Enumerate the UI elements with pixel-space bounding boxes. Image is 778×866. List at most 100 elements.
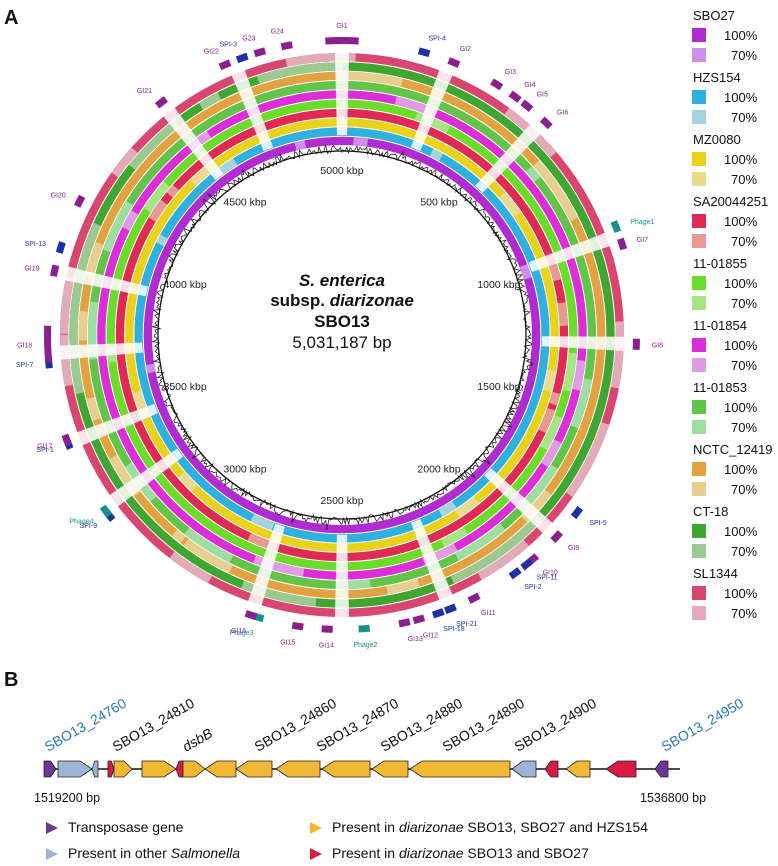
ring-segment (572, 367, 585, 391)
feature-label-Phage2: Phage2 (353, 642, 377, 649)
ring-segment (562, 352, 577, 392)
legend-pct-70: 70% (731, 420, 757, 435)
ring-segment (166, 184, 180, 198)
feature-label-SPI-2: SPI-2 (524, 584, 542, 591)
feature-label-G23: G23 (242, 35, 255, 42)
feature-label-GI8: GI8 (652, 343, 663, 350)
ring-tick-label: 3000 kbp (223, 464, 266, 476)
feature-mark-G23 (253, 47, 267, 58)
ring-segment (438, 501, 457, 517)
feature-label-SPI-5: SPI-5 (589, 520, 607, 527)
feature-mark-SPI-13 (55, 241, 66, 254)
legend-marker (46, 848, 58, 860)
ring-segment (128, 156, 142, 170)
feature-mark-GI6 (539, 116, 553, 130)
center-genome-size: 5,031,187 bp (292, 333, 391, 352)
feature-mark-Phage4 (99, 504, 113, 518)
ring-tick-label: 2000 kbp (417, 464, 460, 476)
ring-segment (519, 264, 532, 280)
legend-swatch-100 (692, 586, 706, 600)
ring-tick-label: 1000 kbp (477, 279, 520, 291)
ring-segment (145, 363, 156, 374)
gene-arrow (409, 760, 511, 778)
gene-arrow (275, 760, 321, 778)
legend-pct-100: 100% (724, 524, 758, 539)
gene-arrow (654, 760, 669, 778)
gene-arrow (113, 760, 133, 778)
ring-gap (528, 231, 613, 273)
ring-segment (171, 529, 186, 544)
ring-gap (410, 67, 454, 151)
ring-segment (60, 277, 75, 334)
center-label: S. enterica subsp. diarizonae SBO13 5,03… (270, 271, 414, 352)
legend-name-11-01855: 11-01855 (693, 256, 747, 271)
center-species: S. enterica (299, 271, 385, 290)
legend-swatch-100 (692, 524, 706, 538)
gene-legend-entry: Present in diarizonae SBO13, SBO27 and H… (332, 819, 648, 835)
legend-swatch-70 (692, 172, 706, 186)
ring-segment (78, 310, 88, 341)
feature-mark-SPI-2 (508, 567, 522, 580)
feature-mark-GI5 (520, 99, 534, 112)
legend-pct-100: 100% (724, 152, 758, 167)
ring-segment (541, 467, 557, 484)
ring-tick-label: 4000 kbp (163, 279, 206, 291)
feature-mark-GI17 (61, 433, 73, 447)
feature-label-Phage4: Phage4 (69, 518, 93, 525)
feature-mark-Phage1 (610, 220, 622, 233)
legend-swatch-70 (692, 420, 706, 434)
center-strain: SBO13 (314, 312, 370, 331)
feature-mark-GI21 (154, 96, 169, 109)
feature-label-G24: G24 (271, 29, 284, 36)
feature-label-SPI-18: SPI-18 (443, 626, 465, 633)
feature-mark-SPI-3 (235, 52, 249, 64)
gene-label-SBO13_24950: SBO13_24950 (659, 695, 747, 755)
ring-segment (336, 71, 404, 87)
ring-gap (475, 122, 543, 193)
feature-mark-SPI-18 (431, 608, 445, 619)
gene-arrow (565, 760, 591, 778)
legend-pct-70: 70% (731, 358, 757, 373)
legend-pct-100: 100% (724, 462, 758, 477)
feature-mark-GI11 (467, 592, 481, 604)
feature-label-SPI-4: SPI-4 (429, 35, 447, 42)
feature-label-SPI-7: SPI-7 (16, 362, 34, 369)
legend-swatch-100 (692, 400, 706, 414)
feature-label-GI5: GI5 (537, 92, 548, 99)
ring-gap (107, 448, 184, 509)
ring-segment (130, 119, 180, 169)
ring-tick-label: 500 kbp (420, 197, 458, 209)
ring-segment (454, 523, 506, 561)
gene-arrow (141, 760, 177, 778)
ring-tick-label: 5000 kbp (320, 165, 363, 177)
gene-arrow (321, 760, 371, 778)
ring-gap (161, 105, 224, 181)
legend-pct-70: 70% (731, 482, 757, 497)
feature-mark-GI4 (508, 90, 522, 103)
ring-segment (499, 192, 521, 218)
gene-arrow (107, 760, 115, 778)
gene-arrow (235, 760, 273, 778)
ring-segment (543, 369, 556, 392)
ring-legend: SBO27100%70%HZS154100%70%MZ0080100%70%SA… (692, 8, 773, 621)
ring-segment (289, 55, 308, 67)
ring-segment (477, 539, 530, 581)
feature-mark-SPI-4 (417, 47, 431, 58)
ring-segment (143, 181, 170, 213)
ring-segment (250, 513, 275, 531)
ring-segment (148, 199, 168, 222)
ring-gap (334, 534, 350, 620)
legend-swatch-100 (692, 152, 706, 166)
legend-name-11-01854: 11-01854 (693, 318, 747, 333)
panel-a-label: A (4, 7, 18, 29)
ring-segment (538, 138, 557, 158)
legend-name-SL1344: SL1344 (693, 566, 738, 581)
ring-segment (525, 166, 541, 182)
legend-name-NCTC_12419: NCTC_12419 (693, 442, 773, 457)
ring-segment (85, 241, 104, 277)
ring-segment (570, 378, 593, 429)
legend-pct-70: 70% (731, 234, 757, 249)
